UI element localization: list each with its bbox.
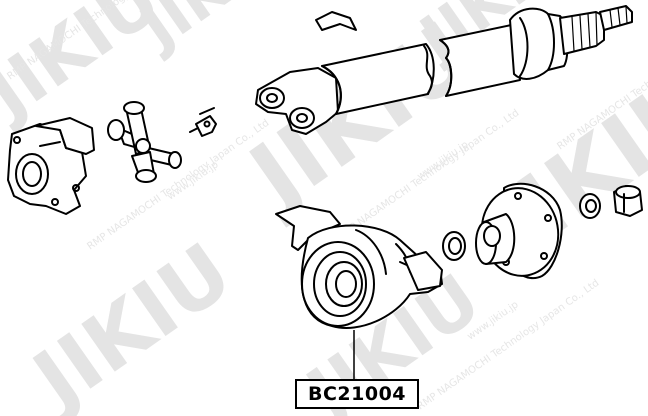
part-number-label: BC21004 <box>295 379 419 409</box>
watermark-logo: JIKIU <box>125 0 301 65</box>
watermark-url: www.jikiu.jp <box>415 139 470 182</box>
spacer-ring-part <box>442 231 466 261</box>
universal-joint-spider-part <box>107 101 182 183</box>
rear-flange-yoke-part <box>475 182 563 279</box>
snap-clip-part <box>315 11 357 31</box>
center-support-bearing-part <box>275 205 443 329</box>
flange-yoke-part <box>7 117 95 215</box>
washer-part <box>579 193 601 219</box>
lock-nut-part <box>613 185 643 217</box>
watermark-logo: JIKIU <box>13 225 248 416</box>
propeller-shaft-part <box>255 5 633 135</box>
grease-fitting-part <box>189 107 217 137</box>
